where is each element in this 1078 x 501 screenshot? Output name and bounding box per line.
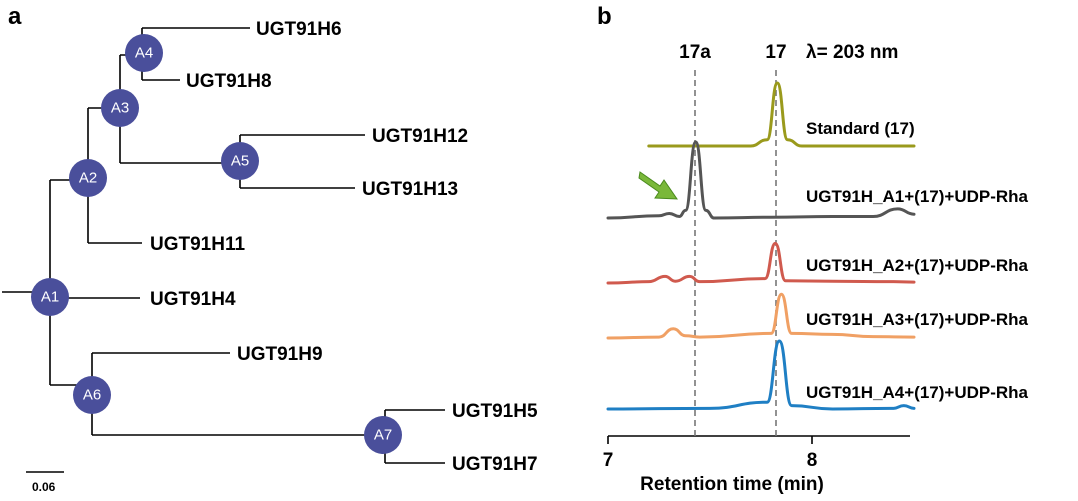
trace-label-a2: UGT91H_A2+(17)+UDP-Rha [806, 256, 1029, 275]
node-a3-circle [101, 89, 139, 127]
node-a6: A6 [73, 376, 111, 414]
scale-bar: 0.06 [26, 471, 64, 494]
node-a4: A4 [125, 34, 163, 72]
node-a2-label: A2 [79, 170, 97, 187]
x-tick-label-8: 8 [807, 450, 818, 471]
node-a4-circle [125, 34, 163, 72]
leaf-ugt91h9: UGT91H9 [237, 344, 323, 365]
leaf-ugt91h8: UGT91H8 [186, 71, 272, 92]
leaf-ugt91h13: UGT91H13 [362, 179, 458, 200]
green-arrow-icon [638, 171, 678, 200]
node-a6-circle [73, 376, 111, 414]
trace-a3 [606, 292, 916, 340]
trace-label-a4: UGT91H_A4+(17)+UDP-Rha [806, 383, 1029, 402]
leaf-ugt91h4: UGT91H4 [150, 289, 236, 310]
node-a5-label: A5 [231, 153, 249, 170]
leaf-ugt91h7: UGT91H7 [452, 454, 538, 475]
x-tick-label-7: 7 [603, 450, 614, 471]
trace-a4 [606, 339, 916, 411]
trace-label-standard: Standard (17) [806, 119, 915, 138]
wavelength-label: λ= 203 nm [806, 42, 898, 63]
trace-a1 [606, 140, 916, 220]
leaf-labels: UGT91H6 UGT91H8 UGT91H12 UGT91H13 UGT91H… [150, 19, 538, 475]
node-a3: A3 [101, 89, 139, 127]
leaf-ugt91h6: UGT91H6 [256, 19, 342, 40]
leaf-ugt91h5: UGT91H5 [452, 401, 538, 422]
node-a3-label: A3 [111, 100, 129, 117]
node-a5-circle [221, 142, 259, 180]
scale-bar-label: 0.06 [32, 480, 56, 494]
node-a4-label: A4 [135, 45, 153, 62]
node-a7-label: A7 [374, 427, 392, 444]
trace-label-a3: UGT91H_A3+(17)+UDP-Rha [806, 310, 1029, 329]
node-a6-label: A6 [83, 387, 101, 404]
node-a7: A7 [364, 416, 402, 454]
trace-standard [647, 81, 916, 148]
trace-label-a1: UGT91H_A1+(17)+UDP-Rha [806, 187, 1029, 206]
panel-b-letter: b [597, 3, 612, 30]
marker-17-label: 17 [765, 42, 786, 63]
trace-a2 [606, 241, 916, 285]
tree-nodes: A1 A2 A3 A4 A5 A6 A7 [31, 34, 402, 454]
trace-group [606, 81, 916, 411]
node-a5: A5 [221, 142, 259, 180]
leaf-ugt91h12: UGT91H12 [372, 126, 468, 147]
node-a7-circle [364, 416, 402, 454]
node-a2-circle [69, 159, 107, 197]
x-axis-title: Retention time (min) [640, 474, 824, 495]
panel-a-letter: a [8, 3, 22, 30]
node-a1: A1 [31, 278, 69, 316]
marker-17a-label: 17a [679, 42, 711, 63]
node-a2: A2 [69, 159, 107, 197]
green-arrow-shape [638, 171, 678, 200]
node-a1-circle [31, 278, 69, 316]
node-a1-label: A1 [41, 289, 59, 306]
chromatogram: 7 8 Retention time (min) 17a 17 λ= 203 n… [603, 42, 1029, 495]
leaf-ugt91h11: UGT91H11 [150, 234, 245, 255]
